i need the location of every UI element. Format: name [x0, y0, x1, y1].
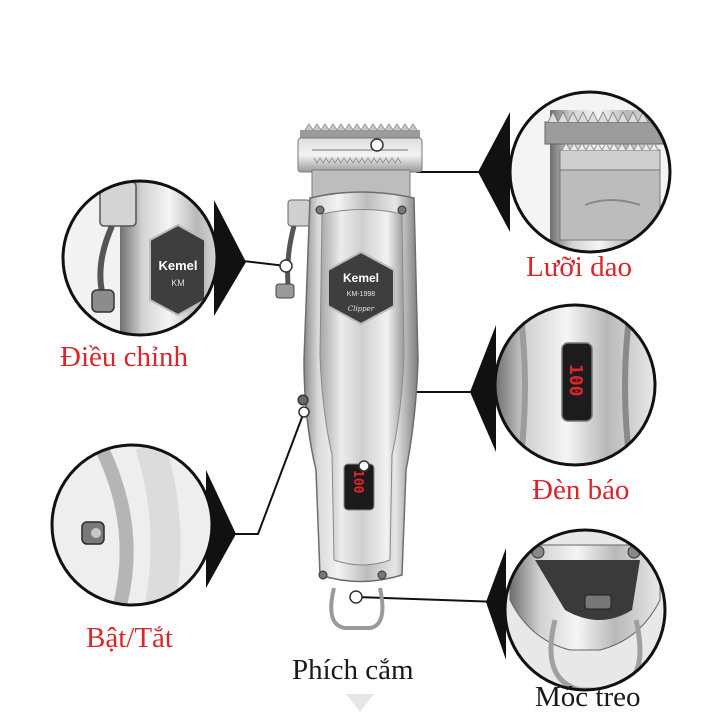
label-blade: Lưỡi dao: [526, 251, 632, 283]
pointer-hook: [486, 548, 506, 660]
logo-model: KM-1998: [347, 291, 376, 298]
brand-logo: Kemel KM-1998 Clipper: [327, 250, 395, 326]
led-value: 100: [350, 470, 365, 494]
pointer-blade: [478, 112, 510, 232]
zoom-power: [50, 443, 214, 607]
led-display: 100: [343, 463, 375, 511]
pointer-power: [206, 470, 236, 588]
zoom-logo-text: Kemel: [158, 258, 197, 273]
zoom-blade: [508, 90, 672, 254]
label-adjust: Điều chỉnh: [60, 341, 189, 373]
zoom-hook: [503, 528, 667, 692]
pointer-indicator: [470, 325, 496, 452]
clipper-body: Kemel KM-1998 Clipper 100: [275, 123, 423, 630]
zoom-led-value: 100: [565, 364, 586, 397]
zoom-indicator: 100: [493, 303, 657, 467]
label-plug: Phích cắm: [292, 654, 414, 686]
leader-lines: [200, 112, 510, 660]
leader-plug: [355, 596, 501, 603]
callout-dots: [279, 138, 384, 604]
adjust-lever: [275, 199, 311, 299]
power-switch: [297, 394, 309, 406]
zoom-logo-model: KM: [171, 278, 185, 288]
logo-text: Kemel: [343, 271, 379, 285]
pointer-adjust: [214, 200, 246, 316]
hanging-hook: [329, 587, 385, 630]
zoom-adjust: Kemel KM: [61, 179, 219, 337]
label-hook: Móc treo: [535, 681, 641, 713]
label-indicator: Đèn báo: [532, 474, 630, 506]
label-power: Bật/Tắt: [86, 622, 173, 654]
watermark-mark: [346, 694, 374, 712]
logo-script: Clipper: [348, 305, 375, 313]
